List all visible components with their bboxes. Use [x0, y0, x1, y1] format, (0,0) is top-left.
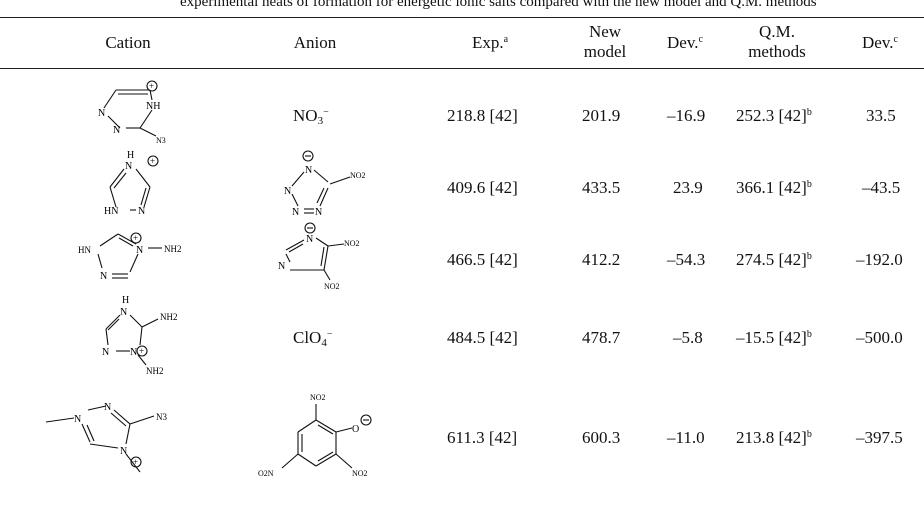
atom-label: N — [278, 261, 285, 272]
atom-label: N — [306, 234, 313, 245]
header-exp: Exp.a — [471, 33, 509, 52]
atom-label: N — [315, 207, 322, 218]
atom-label: N — [100, 271, 107, 282]
anion-structure-3: N N NO2 NO2 — [278, 222, 360, 291]
qm-value-4: –15.5 [42]b — [736, 328, 812, 347]
exp-value-2: 409.6 [42] — [447, 178, 518, 197]
atom-label: NH2 — [160, 312, 178, 322]
qm-value-3: 274.5 [42]b — [736, 250, 812, 269]
atom-label: NO2 — [352, 469, 368, 478]
cation-structure-2: + H N HN N — [104, 150, 159, 217]
atom-label: N3 — [156, 412, 167, 422]
anion-structure-5: NO2 O O2N NO2 — [258, 393, 372, 478]
qm-value-2: 366.1 [42]b — [736, 178, 812, 197]
header-anion: Anion — [293, 33, 337, 52]
header-qm-methods: Q.M.methods — [748, 22, 806, 61]
table-header-rule — [0, 68, 924, 70]
header-cation: Cation — [105, 33, 151, 52]
dev2-value-1: 33.5 — [866, 106, 896, 125]
dev2-value-5: –397.5 — [856, 428, 903, 447]
atom-label: NH2 — [164, 244, 182, 254]
dev1-value-2: 23.9 — [673, 178, 703, 197]
exp-value-4: 484.5 [42] — [447, 328, 518, 347]
dev2-value-3: –192.0 — [856, 250, 903, 269]
dev2-value-4: –500.0 — [856, 328, 903, 347]
new-model-value-2: 433.5 — [582, 178, 621, 197]
cation-structure-3: + HN N N NH2 — [78, 232, 182, 282]
atom-label: NO2 — [344, 239, 360, 248]
atom-label: NO2 — [350, 171, 366, 180]
atom-label: N — [120, 307, 127, 318]
atom-label: O — [352, 424, 359, 435]
dev2-value-2: –43.5 — [862, 178, 901, 197]
atom-label: N — [136, 245, 143, 256]
table-caption: experimental heats of formation for ener… — [180, 0, 817, 10]
atom-label: N — [98, 108, 105, 119]
atom-label: N — [284, 186, 291, 197]
anion-formula-4: ClO4− — [293, 328, 333, 349]
header-dev-2: Dev.c — [862, 33, 898, 52]
new-model-value-4: 478.7 — [582, 328, 621, 347]
atom-label: N3 — [156, 136, 166, 145]
svg-text:+: + — [139, 346, 144, 356]
header-dev-1: Dev.c — [667, 33, 703, 52]
atom-label: H — [122, 295, 129, 306]
dev1-value-1: –16.9 — [667, 106, 706, 125]
atom-label: N — [120, 446, 127, 457]
atom-label: N — [125, 161, 132, 172]
new-model-value-1: 201.9 — [582, 106, 621, 125]
atom-label: N — [102, 347, 109, 358]
atom-label: N — [138, 206, 145, 217]
new-model-value-5: 600.3 — [582, 428, 621, 447]
anion-formula-1: NO3− — [293, 106, 329, 127]
atom-label: N — [74, 414, 81, 425]
atom-label: NH — [146, 101, 160, 112]
atom-label: N — [292, 207, 299, 218]
svg-text:+: + — [133, 233, 138, 243]
svg-text:+: + — [150, 156, 155, 166]
new-model-value-3: 412.2 — [582, 250, 621, 269]
dev1-value-4: –5.8 — [673, 328, 703, 347]
exp-value-3: 466.5 [42] — [447, 250, 518, 269]
atom-label: H — [127, 150, 134, 161]
atom-label: HN — [104, 206, 118, 217]
cation-structure-1: + NH N N N3 — [98, 80, 166, 145]
svg-text:+: + — [149, 81, 154, 91]
atom-label: N — [113, 125, 120, 136]
dev1-value-5: –11.0 — [667, 428, 705, 447]
atom-label: N — [104, 402, 111, 413]
atom-label: NH2 — [146, 366, 164, 376]
exp-value-5: 611.3 [42] — [447, 428, 518, 447]
cation-structure-4: + H N NH2 N N NH2 — [102, 295, 178, 376]
svg-text:+: + — [133, 457, 138, 467]
atom-label: HN — [78, 245, 91, 255]
anion-structure-2: N N N N NO2 — [284, 150, 366, 218]
atom-label: N — [305, 165, 312, 176]
atom-label: O2N — [258, 469, 274, 478]
exp-value-1: 218.8 [42] — [447, 106, 518, 125]
qm-value-5: 213.8 [42]b — [736, 428, 812, 447]
cation-structure-5: + N N N3 N — [45, 402, 167, 473]
atom-label: N — [130, 347, 137, 358]
atom-label: NO2 — [310, 393, 326, 402]
table-top-rule — [0, 17, 924, 19]
dev1-value-3: –54.3 — [667, 250, 706, 269]
qm-value-1: 252.3 [42]b — [736, 106, 812, 125]
atom-label: NO2 — [324, 282, 340, 291]
